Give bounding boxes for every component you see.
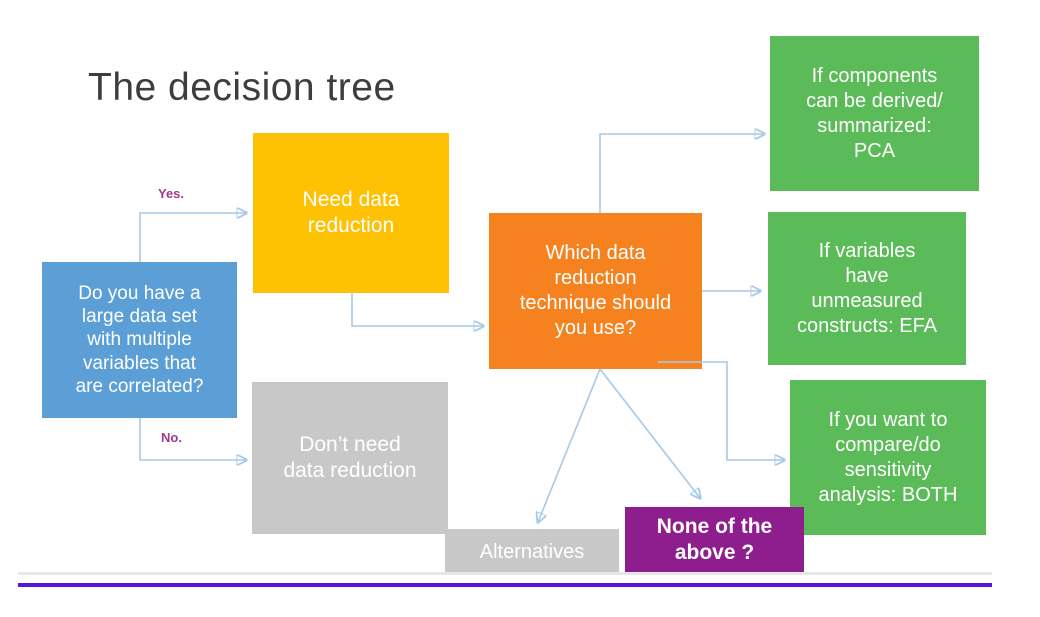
edge-which-to-both-connector [658, 361, 784, 460]
edge-which-to-none-connector [599, 368, 700, 498]
edge-yes-connector [139, 213, 246, 262]
node-alternatives: Alternatives [445, 529, 619, 575]
node-outcome-both: If you want to compare/do sensitivity an… [790, 380, 986, 535]
node-dont-need-label: Don’t need data reduction [283, 432, 417, 482]
node-outcome-pca: If components can be derived/ summarized… [770, 36, 979, 191]
node-none-label: None of the above ? [656, 515, 773, 564]
page-title: The decision tree [88, 66, 396, 109]
edge-need-to-which-connector [351, 293, 483, 326]
node-efa-label: If variables have unmeasured constructs:… [796, 239, 938, 337]
edge-no-connector [139, 418, 246, 460]
edge-label-no: No. [161, 430, 182, 445]
node-both-label: If you want to compare/do sensitivity an… [818, 408, 958, 506]
edge-which-to-alternatives-connector [538, 368, 601, 522]
node-need-data-reduction: Need data reduction [253, 133, 449, 293]
node-need-label: Need data reduction [302, 187, 400, 237]
bottom-gray-rule [18, 572, 992, 575]
edge-label-yes: Yes. [158, 186, 185, 201]
node-question-large-dataset: Do you have a large data set with multip… [42, 262, 237, 418]
bottom-purple-rule [18, 583, 992, 587]
node-which-technique: Which data reduction technique should yo… [489, 213, 702, 369]
node-pca-label: If components can be derived/ summarized… [806, 64, 943, 162]
edge-which-to-pca-connector [599, 134, 764, 213]
node-alternatives-label: Alternatives [479, 540, 585, 563]
node-none-of-above: None of the above ? [625, 507, 804, 572]
node-which-label: Which data reduction technique should yo… [519, 242, 672, 339]
node-outcome-efa: If variables have unmeasured constructs:… [768, 212, 966, 365]
node-question-label: Do you have a large data set with multip… [75, 283, 204, 397]
node-dont-need-data-reduction: Don’t need data reduction [252, 382, 448, 534]
